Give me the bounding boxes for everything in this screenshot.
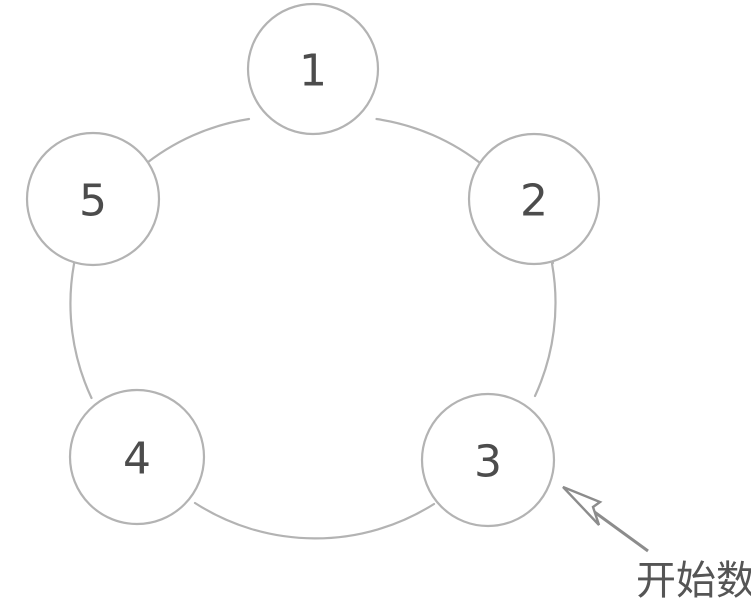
node-2-circle[interactable] (467, 132, 601, 266)
node-1-circle[interactable] (246, 2, 380, 136)
node-group: 1 2 3 4 5 (25, 2, 601, 528)
annotation-label: 开始数 (636, 558, 751, 603)
node-1[interactable]: 1 (246, 2, 380, 136)
node-4-label: 4 (123, 434, 151, 485)
annotation-arrow-head-icon (562, 485, 603, 526)
node-5-circle[interactable] (25, 131, 161, 267)
node-2[interactable]: 2 (467, 132, 601, 266)
ring-arc-2-to-3 (533, 262, 557, 398)
start-annotation: 开始数 (562, 485, 751, 603)
node-3-label: 3 (474, 437, 502, 488)
annotation-arrow-shaft (588, 506, 649, 553)
node-5[interactable]: 5 (25, 131, 161, 267)
node-5-label: 5 (79, 176, 107, 227)
node-2-label: 2 (520, 176, 548, 227)
node-4-circle[interactable] (68, 388, 206, 526)
node-3-circle[interactable] (420, 392, 556, 528)
node-1-label: 1 (299, 46, 327, 97)
node-3[interactable]: 3 (420, 392, 556, 528)
ring-arc-3-to-4 (193, 501, 436, 540)
node-4[interactable]: 4 (68, 388, 206, 526)
ring-arc-4-to-5 (69, 262, 93, 400)
